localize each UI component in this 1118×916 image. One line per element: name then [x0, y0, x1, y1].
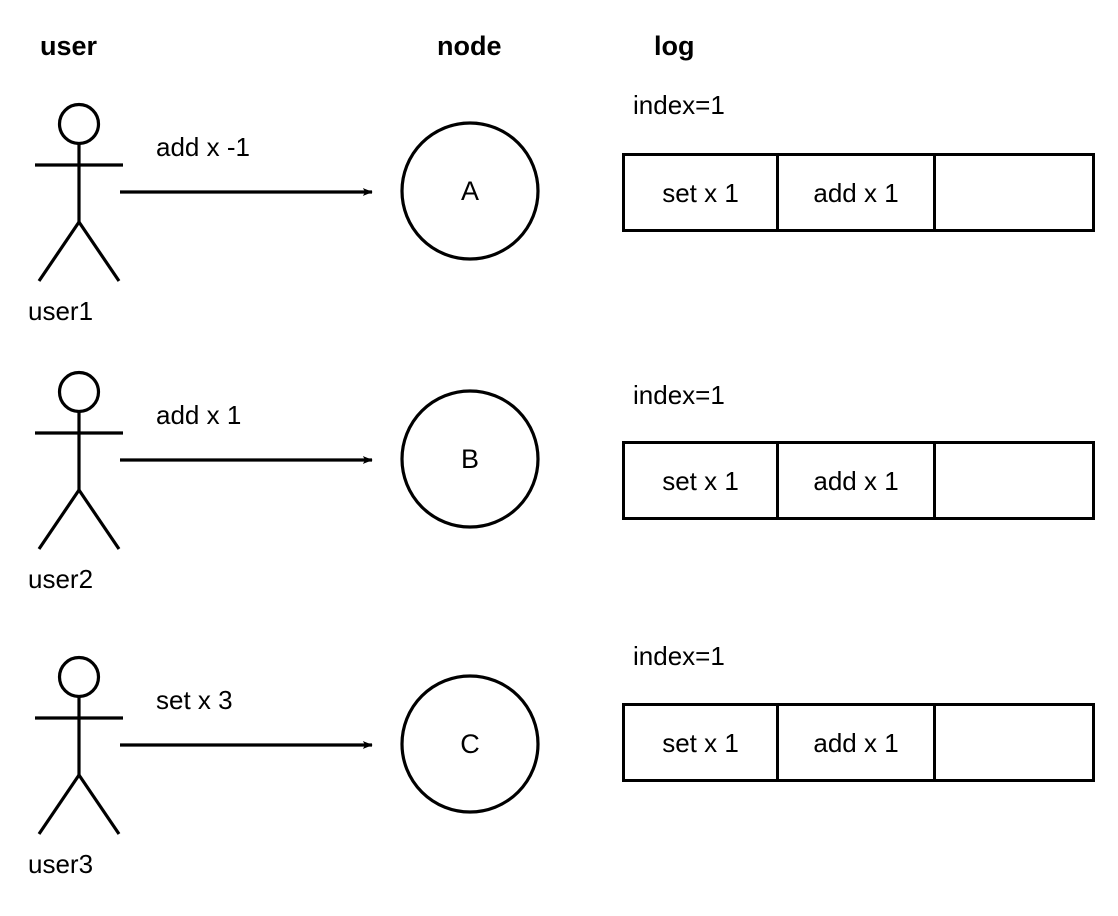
- actor-label: user1: [28, 296, 94, 326]
- node-label: C: [460, 729, 480, 759]
- log-table: set x 1 add x 1: [622, 703, 1095, 782]
- stick-figure-icon: [35, 655, 123, 835]
- stick-figure-icon: [35, 370, 123, 550]
- column-header-log: log: [654, 31, 695, 61]
- actor-label: user2: [28, 564, 94, 594]
- log-table: set x 1 add x 1: [622, 441, 1095, 520]
- log-cell: [936, 444, 1092, 517]
- message-label: add x -1: [156, 132, 250, 162]
- message-label: set x 3: [156, 685, 233, 715]
- stick-figure-icon: [35, 102, 123, 282]
- log-cell: set x 1: [625, 444, 780, 517]
- log-index-label: index=1: [633, 641, 725, 671]
- log-cell: add x 1: [779, 156, 937, 229]
- actor-label: user3: [28, 849, 94, 879]
- node-label: B: [460, 444, 479, 474]
- log-cell: add x 1: [779, 444, 937, 517]
- log-cell: [936, 156, 1092, 229]
- node-label: A: [460, 176, 479, 206]
- log-index-label: index=1: [633, 380, 725, 410]
- column-header-node: node: [437, 31, 502, 61]
- message-label: add x 1: [156, 400, 242, 430]
- log-cell: set x 1: [625, 706, 780, 779]
- log-index-label: index=1: [633, 90, 725, 120]
- column-header-user: user: [40, 31, 98, 61]
- log-cell: [936, 706, 1092, 779]
- log-cell: set x 1: [625, 156, 780, 229]
- log-cell: add x 1: [779, 706, 937, 779]
- log-table: set x 1 add x 1: [622, 153, 1095, 232]
